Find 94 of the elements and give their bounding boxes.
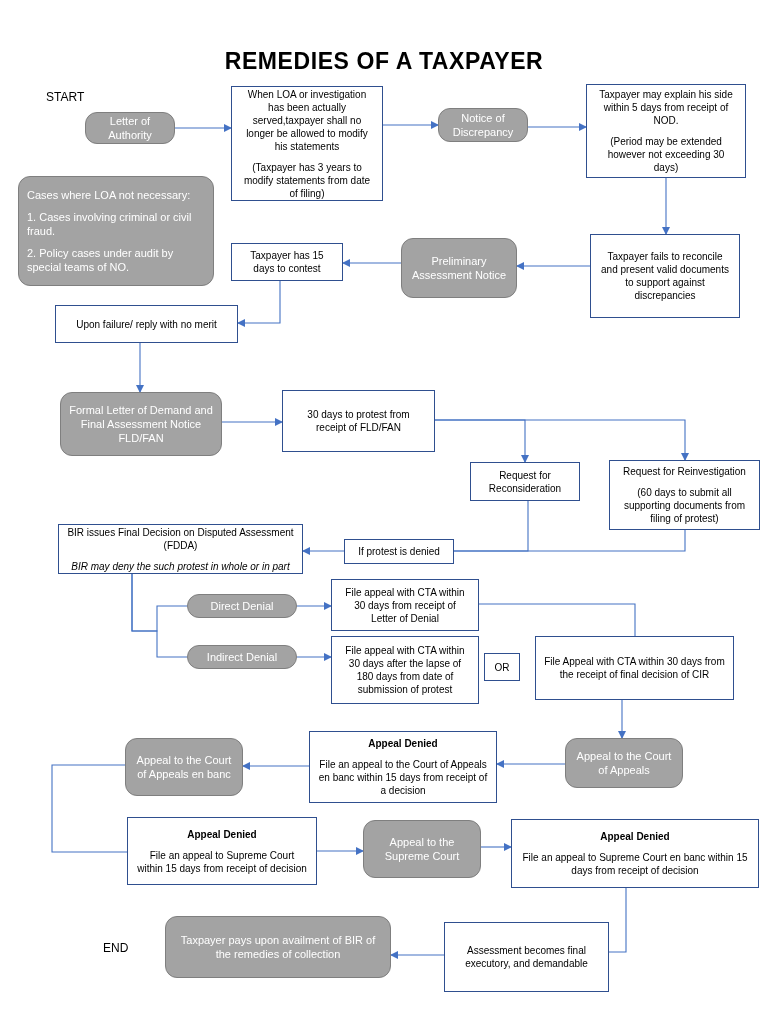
rounded-process-box — [125, 738, 243, 796]
node-text: Cases where LOA not necessary: — [27, 188, 191, 202]
node-text: (Taxpayer has 3 years to modify statements from date of filing) — [242, 160, 372, 200]
arrow — [296, 653, 332, 661]
node-text: OR — [494, 660, 510, 674]
arrow — [242, 762, 310, 770]
node-text: Indirect Denial — [206, 650, 278, 664]
connector-line — [608, 887, 627, 953]
process-box — [590, 234, 740, 318]
process-box — [511, 819, 759, 888]
rounded-process-box — [187, 594, 297, 618]
node-text: Taxpayer pays upon availment of BIR of the remedies of collection — [179, 933, 377, 961]
process-box — [309, 731, 497, 803]
node-text: (Period may be extended however not exceeding 30 days) — [606, 135, 726, 174]
arrow — [516, 262, 591, 270]
node-text: Taxpayer has 15 days to contest — [249, 249, 325, 275]
arrow — [342, 259, 402, 267]
rounded-process-box — [401, 238, 517, 298]
arrow — [174, 124, 232, 132]
flow-terminal-label: START — [46, 89, 85, 106]
node-text: Letter of Authority — [107, 114, 153, 142]
node-text: Appeal to the Court of Appeals en banc — [135, 753, 233, 781]
process-box — [586, 84, 746, 178]
rounded-process-box — [187, 645, 297, 669]
arrow — [302, 547, 345, 555]
arrow — [237, 280, 281, 327]
process-box — [282, 390, 435, 452]
node-text: 2. Policy cases under audit by special teams of NO. — [27, 246, 175, 274]
node-text: BIR issues Final Decision on Disputed Assessment (FDDA) — [67, 525, 294, 552]
connector-line — [51, 764, 128, 853]
node-text: Request for Reinvestigation — [623, 465, 746, 478]
node-text: Notice of Discrepancy — [451, 111, 515, 139]
connector-line — [453, 529, 686, 552]
node-text: Appeal Denied — [600, 830, 670, 843]
node-text: If protest is denied — [358, 545, 440, 558]
process-box — [344, 539, 454, 564]
node-text: When LOA or investigation has been actually served,taxpayer shall no longer be allowed to modify his statements — [245, 87, 369, 153]
arrow — [527, 123, 587, 131]
node-text: File Appeal with CTA within 30 days from the receipt of final decision of CIR — [544, 655, 725, 681]
connector-line — [131, 573, 188, 658]
rounded-process-box — [438, 108, 528, 142]
node-text: Upon failure/ reply with no merit — [76, 317, 217, 331]
flow-terminal-label: END — [103, 940, 129, 957]
node-text: File an appeal to the Court of Appeals en banc within 15 days from receipt of a decision — [318, 758, 488, 797]
node-text: Direct Denial — [210, 599, 274, 613]
process-box — [484, 653, 520, 681]
process-box — [470, 462, 580, 501]
rounded-process-box — [18, 176, 214, 286]
arrow — [382, 121, 439, 129]
node-text: Taxpayer may explain his side within 5 days from receipt of NOD. — [598, 88, 734, 127]
connector-line — [478, 603, 636, 637]
arrow — [662, 177, 670, 235]
process-box — [609, 460, 760, 530]
node-text: 1. Cases involving criminal or civil fraud. — [27, 210, 193, 238]
arrow — [221, 418, 283, 426]
process-box — [331, 636, 479, 704]
node-text: File an appeal to Supreme Court en banc within 15 days from receipt of decision — [521, 851, 749, 877]
node-text: File appeal with CTA within 30 days after the lapse of 180 days from date of submission of protest — [344, 644, 466, 696]
node-text: BIR may deny the such protest in whole or in part — [71, 559, 290, 573]
rounded-process-box — [60, 392, 222, 456]
node-text: Appeal to the Supreme Court — [383, 835, 461, 863]
node-text: 30 days to protest from receipt of FLD/FAN — [306, 408, 411, 434]
rounded-process-box — [85, 112, 175, 144]
process-box — [127, 817, 317, 885]
rounded-process-box — [565, 738, 683, 788]
process-box — [444, 922, 609, 992]
node-text: Request for Reconsideration — [487, 468, 563, 495]
arrow — [316, 847, 364, 855]
arrow — [618, 699, 626, 739]
node-text: Appeal Denied — [187, 827, 257, 841]
diagram-title: REMEDIES OF A TAXPAYER — [224, 47, 544, 76]
process-box — [55, 305, 238, 343]
rounded-process-box — [363, 820, 481, 878]
arrow — [296, 602, 332, 610]
arrow — [480, 843, 512, 851]
arrow — [496, 760, 566, 768]
node-text: Assessment becomes final executory, and demandable — [464, 944, 589, 970]
rounded-process-box — [165, 916, 391, 978]
node-text: File appeal with CTA within 30 days from receipt of Letter of Denial — [344, 585, 466, 625]
process-box — [535, 636, 734, 700]
node-text: Appeal Denied — [368, 737, 438, 750]
node-text: Appeal to the Court of Appeals — [575, 749, 673, 777]
process-box — [331, 579, 479, 631]
process-box — [231, 86, 383, 201]
node-text: Taxpayer fails to reconcile and present valid documents to support against discrepancies — [600, 250, 730, 302]
arrow — [434, 419, 689, 461]
node-text: (60 days to submit all supporting documents from filing of protest) — [622, 486, 747, 525]
node-text: File an appeal to Supreme Court within 15 days from receipt of decision — [136, 848, 308, 875]
process-box — [58, 524, 303, 574]
node-text: Preliminary Assessment Notice — [410, 254, 508, 282]
arrow — [390, 951, 445, 959]
process-box — [231, 243, 343, 281]
node-text: Formal Letter of Demand and Final Assessment Notice FLD/FAN — [69, 403, 213, 445]
arrow — [136, 342, 144, 393]
